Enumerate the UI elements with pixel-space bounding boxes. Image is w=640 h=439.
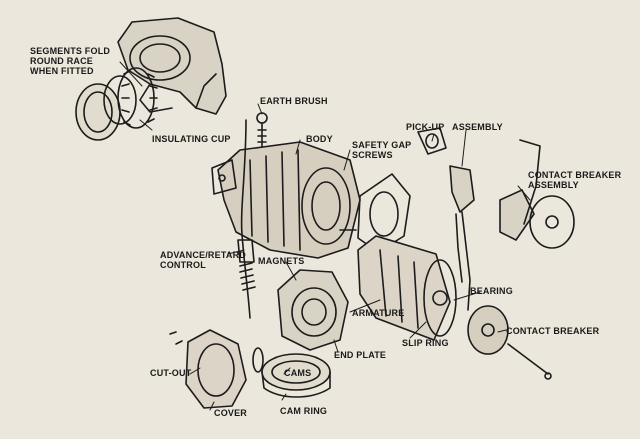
label-earth-brush: EARTH BRUSH [260, 96, 328, 106]
label-armature: ARMATURE [352, 308, 405, 318]
label-slip-ring: SLIP RING [402, 338, 449, 348]
end-plate-part [277, 269, 349, 351]
contact-breaker-assembly-part [499, 139, 575, 249]
label-safety-gap-screws: SAFETY GAP SCREWS [352, 140, 412, 160]
segment-rings-part [75, 67, 158, 141]
magneto-body-part [211, 141, 361, 259]
label-advance-retard-control: ADVANCE/RETARD CONTROL [160, 250, 246, 270]
label-magnets: MAGNETS [258, 256, 305, 266]
label-cover: COVER [214, 408, 248, 418]
label-contact-breaker: CONTACT BREAKER [506, 326, 600, 336]
label-insulating-cup: INSULATING CUP [152, 134, 231, 144]
earth-brush-part [256, 112, 268, 149]
label-cams: CAMS [284, 368, 312, 378]
label-pick-up: PICK-UP [406, 122, 445, 132]
cover-part [169, 329, 247, 409]
cam-ring-part [252, 347, 331, 398]
label-cut-out: CUT-OUT [150, 368, 192, 378]
label-end-plate: END PLATE [334, 350, 387, 360]
armature-part [339, 229, 457, 341]
gasket-flange-part [357, 173, 411, 253]
label-cam-ring: CAM RING [280, 406, 328, 416]
label-segments-fold: SEGMENTS FOLD ROUND RACE WHEN FITTED [30, 46, 111, 76]
label-body: BODY [306, 134, 333, 144]
label-contact-breaker-assembly: CONTACT BREAKER ASSEMBLY [528, 170, 622, 190]
advance-retard-cable [237, 119, 256, 319]
top-housing-part [117, 17, 227, 115]
label-assembly: ASSEMBLY [452, 122, 503, 132]
pick-up-part [417, 127, 475, 311]
contact-breaker-part [467, 305, 552, 380]
label-bearing: BEARING [470, 286, 513, 296]
leader-lines [119, 61, 531, 411]
